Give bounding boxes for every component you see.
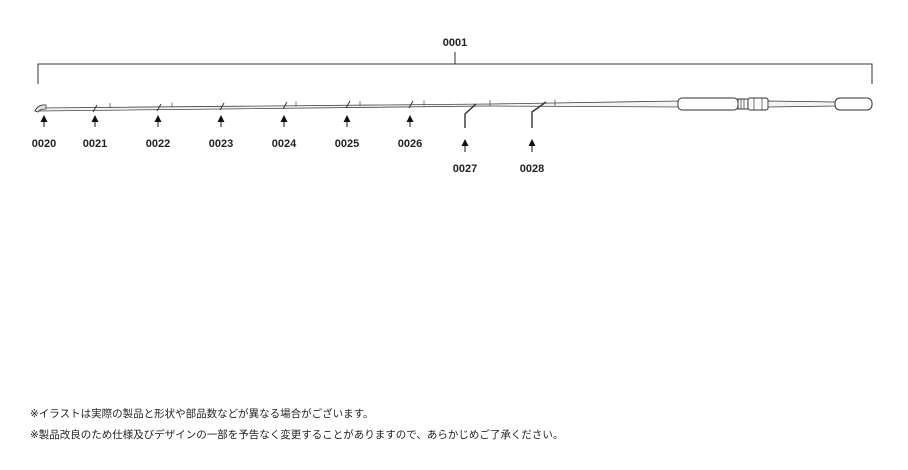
part-label-0028: 0028	[520, 163, 544, 175]
part-label-0026: 0026	[398, 138, 422, 150]
assembly-bracket	[37, 52, 873, 84]
part-label-0021: 0021	[83, 138, 107, 150]
handle-assembly	[677, 97, 873, 111]
rod-blank	[37, 99, 681, 112]
stripper-guide-large	[464, 103, 477, 128]
part-label-0023: 0023	[209, 138, 233, 150]
arrow-0027	[461, 139, 469, 152]
arrow-0020	[40, 115, 48, 127]
part-label-0020: 0020	[32, 138, 56, 150]
arrow-0023	[217, 115, 225, 127]
pointer-arrows	[40, 115, 536, 152]
arrow-0024	[280, 115, 288, 127]
part-label-0022: 0022	[146, 138, 170, 150]
stripper-guide-xlarge	[531, 101, 547, 128]
tip-top-guide	[34, 104, 47, 113]
arrow-0025	[343, 115, 351, 127]
assembly-label: 0001	[443, 37, 467, 49]
part-label-0027: 0027	[453, 163, 477, 175]
line-guides	[92, 100, 414, 113]
part-label-0024: 0024	[272, 138, 297, 150]
arrow-0026	[406, 115, 414, 127]
arrow-0022	[154, 115, 162, 127]
rod-parts-diagram: 0001	[32, 37, 873, 175]
disclaimer-note-specs: ※製品改良のため仕様及びデザインの一部を予告なく変更することがありますので、あら…	[30, 429, 564, 441]
arrow-0021	[91, 115, 99, 127]
arrow-0028	[528, 139, 536, 152]
part-label-0025: 0025	[335, 138, 359, 150]
disclaimer-note-shape: ※イラストは実際の製品と形状や部品数などが異なる場合がございます。	[30, 408, 374, 420]
